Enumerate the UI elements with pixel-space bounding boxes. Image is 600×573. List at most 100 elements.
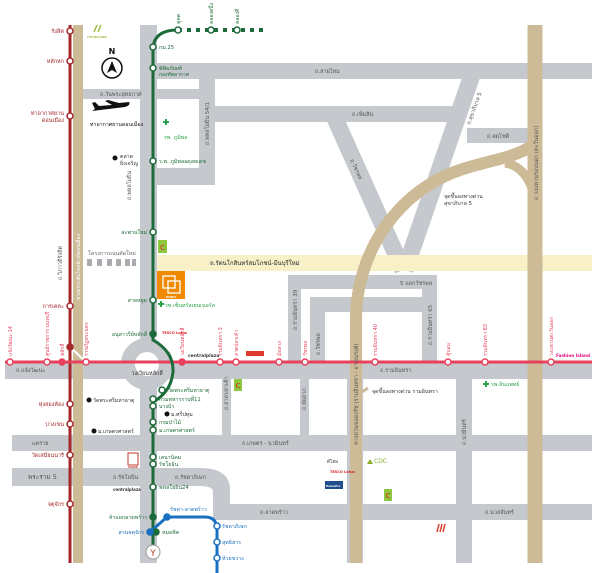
green-line-station-label: คลองสี่ [234, 9, 241, 24]
pink-line-station-label: แจ้งวัฒนะ 14 [7, 326, 14, 356]
green-line-station-label: พิพิธภัณฑ์ [159, 65, 182, 72]
homepro-logo [325, 481, 343, 489]
pink-line-station [6, 358, 14, 366]
road-connector [157, 168, 215, 185]
pink-line-station [178, 358, 186, 366]
red-line-station [66, 57, 74, 65]
green-line-station [149, 513, 157, 521]
road-label-khae-rai: แคราย [32, 441, 49, 447]
big-c-icon: c [234, 379, 242, 391]
green-line-station [149, 418, 157, 426]
green-line-station-label: อนุสาวรีย์หลักสี่ [112, 330, 148, 338]
road-new-yellow [157, 255, 592, 271]
tesco-logo: TESCO Lotus [162, 331, 187, 335]
blue-line-station [146, 528, 154, 536]
green-line-station [149, 395, 157, 403]
road-label-five-way: 5 แยกวัชรพล [400, 280, 432, 287]
landmark-label-cdc: CDC [374, 458, 387, 465]
road-label-ram-65: ถ.รามอินทรา 65 [427, 304, 434, 345]
road-label-lat-phrao: ถ.ลาดพร้าว [260, 509, 288, 516]
green-line-station [149, 64, 157, 72]
road-label-ram-39: ถ.รามอินทรา 39 [292, 289, 299, 330]
red-line-station-label: รังสิต [51, 28, 64, 35]
pink-green-connector [154, 336, 183, 363]
red-line-station-label: วัดเสมียนนารี [32, 452, 64, 459]
green-line-station-label: กม.25 [159, 45, 174, 51]
expressway-branch [504, 158, 539, 197]
pink-line-station-label: วัชรพล [303, 341, 309, 356]
blue-line-station-label: สุทธิสาร [222, 539, 241, 546]
road-label-watcharaphon: ถ.วัชรพล [315, 333, 322, 355]
landmark-label-exit-sukhaphiban-1: จุดขึ้นลงทางด่วน [444, 192, 483, 200]
pink-line-station [371, 358, 379, 366]
green-line-station-label: กรมป่าไม้ [159, 418, 181, 426]
green-line-station [149, 453, 157, 461]
road-label-phoem-sin: ถ.เพิ่มสิน [352, 110, 374, 118]
landmark-label-market-1: ตลาด [120, 154, 134, 160]
road-phahon-54-1 [199, 79, 215, 185]
landmark-label-central-hospital: รพ.เซ็นทรัลเยนเนอรัล [165, 301, 215, 309]
blue-line [149, 515, 219, 573]
road-label-expressway: ทางด่วนฉลองรัช (รามอินทรา - อาจณรงค์) [353, 343, 360, 445]
future-park-logo [93, 24, 102, 33]
green-line-station-label: ห้าแยกลาดพร้าว [109, 514, 147, 521]
road-label-mai-lap: ถ.มัยลาภ [301, 388, 308, 410]
road-label-phahonyothin: ถ.พหลโยธิน [125, 171, 133, 200]
landmark-label-new-road-project: โครงการถนนตัดใหม่ [88, 250, 136, 257]
road-label-phahon-54-1: ถ.พหลโยธิน 54/1 [203, 102, 211, 145]
green-line-station [158, 386, 166, 394]
blue-line-station [213, 554, 221, 562]
road-label-ratchayothin: ถ.รัชโยธิน [113, 473, 138, 481]
red-line-station [66, 420, 74, 428]
central-plaza-logo: centralplaza [188, 353, 219, 359]
makro-logo [246, 351, 264, 356]
pink-line-station [58, 358, 66, 366]
green-line-station-label: วัดพระศรีมหาธาตุ [168, 387, 210, 394]
road-chatuchot [467, 128, 529, 143]
pink-line-station-label: รามอินทรา 40 [372, 324, 379, 356]
green-line-station [149, 402, 157, 410]
pink-line-station-label: ราชภัฏพระนคร [84, 322, 90, 356]
pink-line-station [275, 358, 283, 366]
tesco-logo: TESCO Lotus [330, 470, 355, 474]
mrt-logo: Y [145, 544, 161, 560]
green-line-station-label: สายหยุด [128, 298, 148, 304]
pink-line-station [301, 358, 309, 366]
green-line-station [149, 157, 157, 165]
landmark-label-airport: ท่าอากาศยานดอนเมือง [90, 121, 144, 128]
road-lat-phrao [213, 504, 592, 520]
green-line-station-label: บางบัว [159, 403, 174, 410]
pink-line-station [216, 358, 224, 366]
pink-line-station-label: คู้บอน [445, 342, 452, 356]
new-road-project-dashes [87, 259, 136, 266]
landmark-label-synphaet: รพ.สินแพทย์ [491, 381, 519, 388]
landmark-label-wat-phra-si: วัดพระศรีมหาธาตุ [93, 397, 135, 404]
road-label-wanphra: ถ.วันพระยุทธกาศ [100, 91, 142, 98]
blue-line-station [213, 538, 221, 546]
road-label-chatuchot: ถ.จตุโชติ [487, 132, 510, 140]
pink-line-station [481, 358, 489, 366]
road-mai-lap [300, 378, 309, 436]
green-line-station-label: พหลโยธิน24 [159, 484, 189, 491]
north-label: N [109, 47, 116, 56]
red-line-station-label: บางเขน [45, 422, 64, 428]
pink-line-station-label: มัยลาภ [277, 341, 283, 356]
road-watcharaphon [310, 297, 325, 365]
roundabout-center [135, 352, 159, 376]
red-line-station [66, 27, 74, 35]
homepro-logo: HomePro [326, 484, 341, 488]
road-label-nawamin: ถ.นวมินทร์ [461, 419, 468, 445]
road-nawamin [456, 378, 472, 563]
green-line-station [207, 26, 215, 34]
red-line-station [66, 302, 74, 310]
green-line-station-label: ร.พ. ภูมิพลอดุลยเดช [159, 158, 206, 165]
green-line-station-label: คูคต [176, 14, 182, 24]
project-logo: PROJECT [166, 296, 177, 299]
green-line-station-label: คลองหนึ่ง [208, 2, 215, 24]
pink-line-station [547, 358, 555, 366]
road-ram-39 [288, 275, 301, 365]
green-line-station-label: ม.เกษตรศาสตร์ [159, 427, 195, 434]
index-logo [436, 523, 446, 533]
road-label-lat-pla-khao: ถ.ลาดปลาเค้า [223, 376, 230, 410]
